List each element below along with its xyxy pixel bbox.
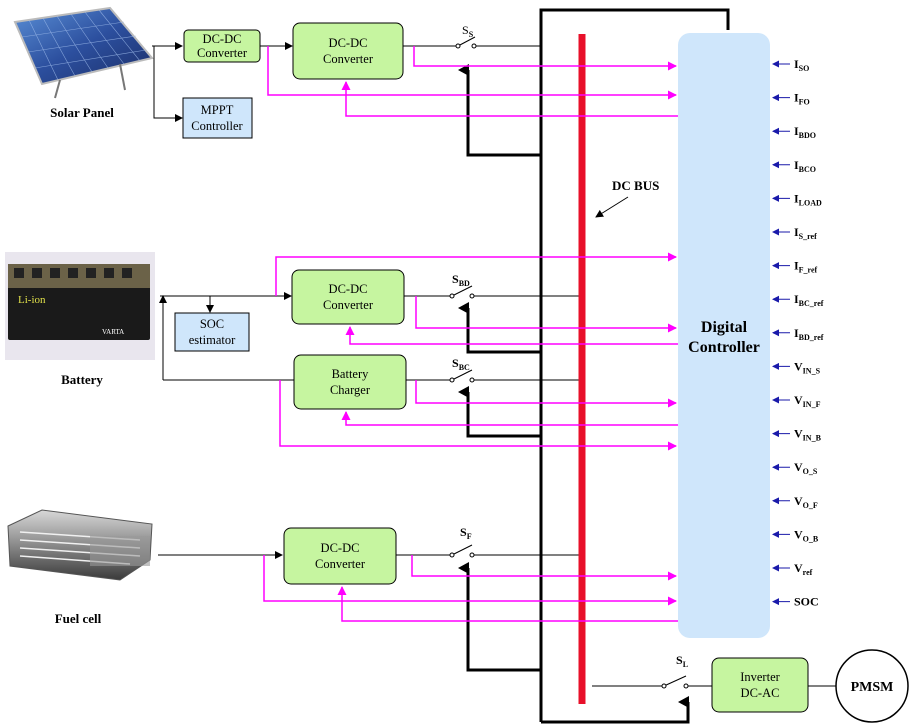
digital-controller-label-line1: Digital bbox=[701, 319, 748, 336]
pmsm-motor: PMSM bbox=[835, 649, 909, 723]
svg-text:Controller: Controller bbox=[191, 119, 243, 133]
solar-dcdc-converter-1: DC-DC Converter bbox=[183, 29, 261, 63]
fuel-cell-icon bbox=[7, 509, 153, 581]
battery-charger-block: Battery Charger bbox=[293, 354, 407, 410]
signal-label-8: IBD_ref bbox=[794, 326, 824, 342]
svg-text:DC-AC: DC-AC bbox=[741, 686, 780, 700]
signal-label-3: IBCO bbox=[794, 158, 816, 174]
signal-label-4: ILOAD bbox=[794, 191, 822, 207]
power-wiring bbox=[152, 42, 836, 687]
svg-text:DC-DC: DC-DC bbox=[203, 32, 242, 46]
svg-text:Converter: Converter bbox=[323, 52, 374, 66]
switch-label-ss: SS bbox=[462, 23, 474, 39]
signal-label-7: IBC_ref bbox=[794, 292, 824, 308]
signal-label-0: ISO bbox=[794, 57, 809, 73]
svg-text:Converter: Converter bbox=[323, 298, 374, 312]
signal-label-9: VIN_S bbox=[794, 359, 821, 375]
battery-photo-text: Li-ion bbox=[18, 294, 46, 306]
signal-label-5: IS_ref bbox=[794, 225, 817, 241]
signal-label-15: Vref bbox=[794, 561, 813, 577]
signal-label-14: VO_B bbox=[794, 527, 819, 543]
signal-label-6: IF_ref bbox=[794, 259, 818, 275]
battery-label: Battery bbox=[61, 372, 103, 387]
signal-label-1: IFO bbox=[794, 91, 810, 107]
svg-text:DC-DC: DC-DC bbox=[329, 36, 368, 50]
svg-text:Charger: Charger bbox=[330, 383, 371, 397]
control-signals bbox=[263, 46, 678, 622]
svg-text:Converter: Converter bbox=[197, 46, 248, 60]
switch-label-sf: SF bbox=[460, 525, 472, 541]
controller-signal-list: ISO IFO IBDO IBCO ILOAD IS_refIF_refIBC_refIB… bbox=[772, 57, 824, 609]
switch-label-sbd: SBD bbox=[452, 272, 470, 288]
feedback-frame bbox=[458, 8, 730, 724]
switch-label-sl: SL bbox=[676, 653, 688, 669]
battery-brand-text: VARTA bbox=[102, 328, 124, 336]
dc-bus-pointer bbox=[595, 196, 629, 218]
battery-pack-icon: Li-ion VARTA bbox=[5, 252, 155, 360]
svg-text:Inverter: Inverter bbox=[740, 670, 780, 684]
svg-text:DC-DC: DC-DC bbox=[321, 541, 360, 555]
solar-dcdc-converter-2: DC-DC Converter bbox=[292, 22, 404, 80]
switch-label-sbc: SBC bbox=[452, 356, 470, 372]
switch-sbd bbox=[449, 285, 475, 299]
svg-text:MPPT: MPPT bbox=[201, 103, 234, 117]
signal-label-11: VIN_B bbox=[794, 427, 822, 443]
signal-label-12: VO_S bbox=[794, 460, 818, 476]
svg-text:Converter: Converter bbox=[315, 557, 366, 571]
switch-sbc bbox=[449, 369, 475, 383]
mppt-controller-block: MPPT Controller bbox=[182, 97, 253, 139]
switch-sf bbox=[449, 544, 475, 558]
fuel-cell-label: Fuel cell bbox=[55, 611, 102, 626]
svg-text:Battery: Battery bbox=[332, 367, 370, 381]
signal-label-2: IBDO bbox=[794, 124, 816, 140]
inverter-block: Inverter DC-AC bbox=[711, 657, 809, 713]
svg-text:PMSM: PMSM bbox=[851, 680, 894, 695]
fuel-dcdc-converter: DC-DC Converter bbox=[283, 527, 397, 585]
battery-dcdc-converter: DC-DC Converter bbox=[291, 269, 405, 325]
solar-panel-icon bbox=[13, 6, 154, 99]
digital-controller-label-line2: Controller bbox=[688, 339, 760, 356]
svg-text:DC-DC: DC-DC bbox=[329, 282, 368, 296]
soc-estimator-block: SOC estimator bbox=[174, 312, 250, 352]
digital-controller-block bbox=[678, 33, 770, 638]
signal-label-10: VIN_F bbox=[794, 393, 821, 409]
signal-label-13: VO_F bbox=[794, 494, 818, 510]
signal-label-16: SOC bbox=[794, 595, 819, 609]
dc-bus-label: DC BUS bbox=[612, 178, 659, 193]
svg-text:SOC: SOC bbox=[200, 317, 224, 331]
svg-text:estimator: estimator bbox=[189, 333, 236, 347]
switch-sl bbox=[661, 675, 689, 689]
switch-ss bbox=[455, 36, 477, 49]
solar-panel-label: Solar Panel bbox=[50, 105, 114, 120]
